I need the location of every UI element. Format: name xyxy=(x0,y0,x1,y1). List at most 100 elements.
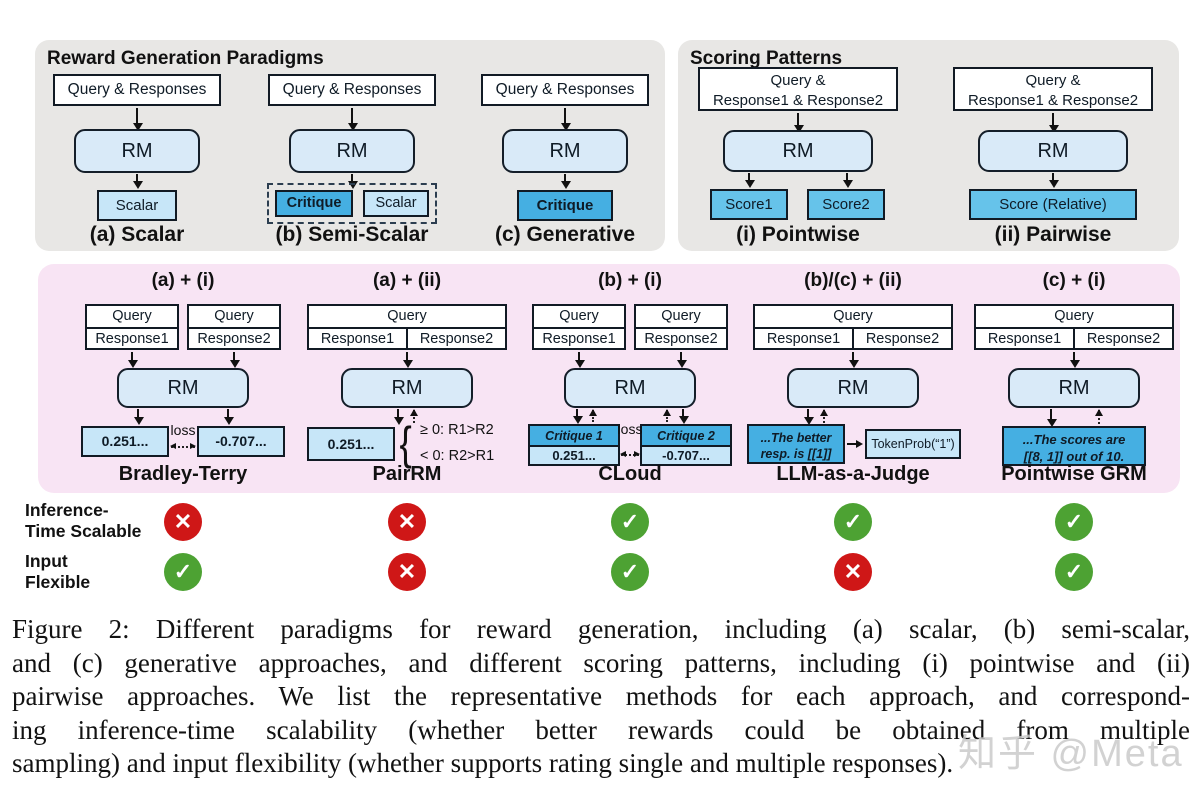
input-line2: Response1 & Response2 xyxy=(712,92,884,109)
arrow-down-icon xyxy=(394,409,404,425)
inference-time-scalable-label: Inference- Time Scalable xyxy=(25,500,141,542)
input-box: Query & Response1 & Response2 xyxy=(698,67,898,111)
judge-output-line1: ...The better xyxy=(760,431,832,445)
combo-header: (b) + (i) xyxy=(598,270,662,291)
scoring-patterns-title: Scoring Patterns xyxy=(690,48,843,69)
arrow-down-icon xyxy=(133,174,143,189)
response-row: Response2 xyxy=(644,331,718,347)
watermark: 知乎 @Meta xyxy=(958,733,1184,775)
arrow-down-icon xyxy=(230,352,240,368)
reward-output-1: 0.251... xyxy=(81,426,169,457)
pattern-column-pairwise: Query & Response1 & Response2 RM Score (… xyxy=(938,40,1168,251)
check-icon: ✓ xyxy=(611,553,649,591)
rm-box: RM xyxy=(502,129,628,173)
input-box-1: Query Response1 xyxy=(532,304,626,350)
reward-generation-panel: Reward Generation Paradigms Query & Resp… xyxy=(35,40,665,251)
response-cells: Response1 Response2 xyxy=(755,329,951,350)
method-name: Pointwise GRM xyxy=(1001,463,1147,485)
response-cell-1: Response1 xyxy=(766,331,841,347)
response-cell-2: Response2 xyxy=(406,329,505,350)
rm-box: RM xyxy=(289,129,415,173)
response-cell-2: Response2 xyxy=(852,329,951,350)
mark-inference-bradley-terry: ✕ xyxy=(164,503,202,541)
arrow-down-icon xyxy=(677,352,687,368)
rm-box: RM xyxy=(787,368,919,408)
critique2-box: Critique 2 xyxy=(640,424,732,445)
query-row: Query xyxy=(87,306,177,329)
query-row: Query xyxy=(636,306,726,329)
input-box-1: Query Response1 xyxy=(85,304,179,350)
grm-output-line2: [[8, 1]] out of 10. xyxy=(1023,449,1125,464)
response-cell-1: Response1 xyxy=(320,331,395,347)
arrow-down-icon xyxy=(224,409,234,425)
method-name: Bradley-Terry xyxy=(118,463,248,485)
loss-arrow-icon xyxy=(620,451,640,458)
condition-1: ≥ 0: R1>R2 xyxy=(420,422,494,438)
response-row: Response1 xyxy=(95,331,169,347)
input-box: Query Response1 Response2 xyxy=(974,304,1174,350)
reward-output-2: -0.707... xyxy=(640,445,732,466)
judge-output-box: ...The better resp. is [[1]] xyxy=(747,424,845,464)
method-column-llm-judge: (b)/(c) + (ii) Query Response1 Response2… xyxy=(741,264,965,493)
arrow-up-dotted-icon xyxy=(410,409,419,423)
arrow-down-icon xyxy=(1070,352,1080,368)
loss-arrow-icon xyxy=(170,443,196,450)
arrow-up-dotted-icon xyxy=(589,409,598,422)
brace-glyph: { xyxy=(399,417,412,469)
combo-header: (a) + (i) xyxy=(151,270,215,291)
query-row: Query xyxy=(976,306,1172,329)
label-line2: Flexible xyxy=(25,572,91,592)
scalar-output-box: Scalar xyxy=(97,190,177,221)
arrow-down-icon xyxy=(794,113,804,133)
caption-line: and (c) generative approaches, and diffe… xyxy=(12,647,1190,678)
reward-output-1: 0.251... xyxy=(528,445,620,466)
mark-inference-pointwise-grm: ✓ xyxy=(1055,503,1093,541)
method-column-cloud: (b) + (i) Query Response1 Query Response… xyxy=(518,264,742,493)
label-line2: Time Scalable xyxy=(25,521,142,541)
response-row: Response1 xyxy=(542,331,616,347)
response-row: Response2 xyxy=(197,331,271,347)
critique2-text: Critique 2 xyxy=(657,429,715,443)
mark-flexible-llm-judge: ✕ xyxy=(834,553,872,591)
critique1-text: Critique 1 xyxy=(545,429,603,443)
input-line1: Query & xyxy=(1025,72,1081,89)
figure-caption: Figure 2: Different paradigms for reward… xyxy=(12,613,1190,781)
arrow-up-dotted-icon xyxy=(820,409,829,423)
check-icon: ✓ xyxy=(1055,503,1093,541)
label-line1: Inference- xyxy=(25,500,109,520)
mark-inference-cloud: ✓ xyxy=(611,503,649,541)
scalar-output-box: Scalar xyxy=(363,190,429,217)
score2-box: Score2 xyxy=(807,189,885,220)
arrow-down-icon xyxy=(575,352,585,368)
input-box-2: Query Response2 xyxy=(187,304,281,350)
score-relative-box: Score (Relative) xyxy=(969,189,1137,220)
pattern-label: (i) Pointwise xyxy=(736,223,860,246)
combo-header: (b)/(c) + (ii) xyxy=(804,270,902,291)
input-box: Query & Responses xyxy=(53,74,221,106)
arrow-down-icon xyxy=(1049,173,1059,188)
mark-flexible-cloud: ✓ xyxy=(611,553,649,591)
check-icon: ✓ xyxy=(1055,553,1093,591)
arrow-down-icon xyxy=(133,108,143,131)
cross-icon: ✕ xyxy=(388,503,426,541)
tokenprob-box: TokenProb(“1”) xyxy=(865,429,961,459)
arrow-down-icon xyxy=(403,352,413,368)
grm-output-box: ...The scores are [[8, 1]] out of 10. xyxy=(1002,426,1146,466)
arrow-down-icon xyxy=(348,108,358,131)
query-row: Query xyxy=(189,306,279,329)
cross-icon: ✕ xyxy=(834,553,872,591)
arrow-down-icon xyxy=(348,174,358,189)
arrow-up-dotted-icon xyxy=(1095,409,1104,424)
rm-box: RM xyxy=(723,130,873,172)
combo-header: (a) + (ii) xyxy=(372,270,442,291)
condition-2: < 0: R2>R1 xyxy=(420,448,495,464)
input-box: Query & Responses xyxy=(481,74,649,106)
rm-box: RM xyxy=(1008,368,1140,408)
caption-line: sampling) and input flexibility (whether… xyxy=(12,748,954,779)
mark-flexible-bradley-terry: ✓ xyxy=(164,553,202,591)
paradigm-label: (a) Scalar xyxy=(89,223,185,246)
arrow-down-icon xyxy=(745,173,755,188)
label-line1: Input xyxy=(25,551,68,571)
cross-icon: ✕ xyxy=(388,553,426,591)
